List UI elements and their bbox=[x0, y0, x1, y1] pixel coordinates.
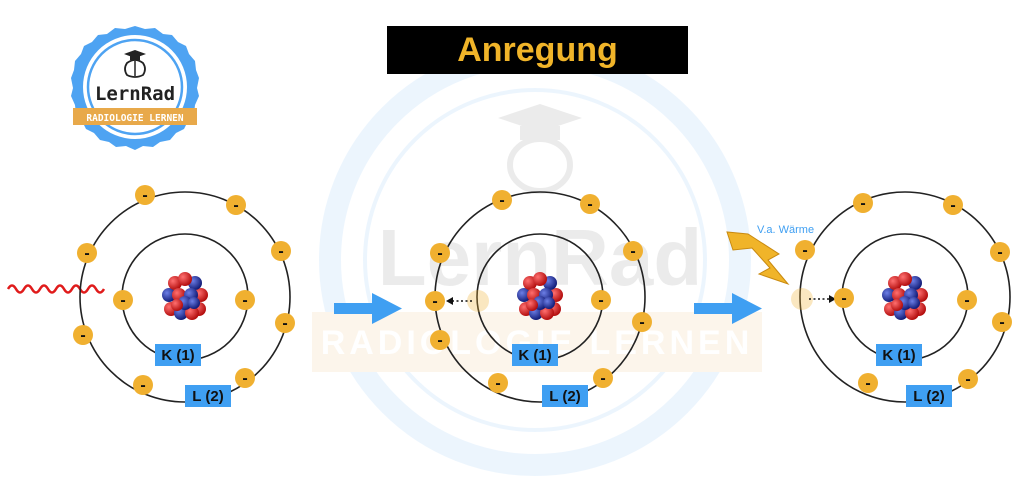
electron-charge: - bbox=[999, 314, 1004, 331]
electron bbox=[425, 291, 445, 311]
nucleus bbox=[882, 272, 928, 320]
electron bbox=[795, 240, 815, 260]
watermark: LernRad RADIOLOGIE LERNEN bbox=[312, 44, 762, 476]
electron bbox=[858, 373, 878, 393]
electron-charge: - bbox=[142, 187, 147, 204]
electron-charge: - bbox=[140, 377, 145, 394]
shell-l-label: L (2) bbox=[192, 388, 223, 405]
electron-charge: - bbox=[437, 245, 442, 262]
electron bbox=[235, 290, 255, 310]
electron-charge: - bbox=[495, 375, 500, 392]
electron-charge: - bbox=[860, 195, 865, 212]
electron-charge: - bbox=[950, 197, 955, 214]
shell-l bbox=[799, 191, 1011, 403]
electron bbox=[623, 241, 643, 261]
electron-charge: - bbox=[233, 197, 238, 214]
logo-badge: LernRad RADIOLOGIE LERNEN bbox=[71, 26, 199, 150]
electron bbox=[957, 290, 977, 310]
watermark-name: LernRad bbox=[378, 213, 703, 302]
electron-charge: - bbox=[639, 314, 644, 331]
electron bbox=[591, 290, 611, 310]
shell-k-badge bbox=[876, 344, 922, 366]
shell-k-label: K (1) bbox=[882, 347, 915, 364]
electron-charge: - bbox=[630, 243, 635, 260]
electron bbox=[235, 368, 255, 388]
electron bbox=[226, 195, 246, 215]
emission-label: V.a. Wärme bbox=[757, 224, 814, 236]
electron-charge: - bbox=[802, 242, 807, 259]
electron bbox=[853, 193, 873, 213]
shell-l-badge bbox=[906, 385, 952, 407]
electron-charge: - bbox=[437, 332, 442, 349]
incoming-photon-wave bbox=[6, 284, 106, 294]
electron bbox=[990, 242, 1010, 262]
electron-vacancy bbox=[791, 288, 813, 310]
electron bbox=[133, 375, 153, 395]
electron-charge: - bbox=[997, 244, 1002, 261]
page-title: Anregung bbox=[457, 30, 618, 69]
shell-k-badge bbox=[512, 344, 558, 366]
shell-k-badge bbox=[155, 344, 201, 366]
electron bbox=[488, 373, 508, 393]
shell-l-label: L (2) bbox=[913, 388, 944, 405]
arrow-right-2 bbox=[694, 293, 762, 324]
electron-charge: - bbox=[965, 371, 970, 388]
electron bbox=[73, 325, 93, 345]
electrons: - - - - - - - - - - - - - - - - - - - - - - - - - - - - - bbox=[73, 185, 1012, 395]
electron bbox=[834, 288, 854, 308]
electron bbox=[77, 243, 97, 263]
electron-charge: - bbox=[964, 292, 969, 309]
electron-charge: - bbox=[278, 243, 283, 260]
electron bbox=[580, 194, 600, 214]
shell-l-label: L (2) bbox=[549, 388, 580, 405]
electron-charge: - bbox=[432, 293, 437, 310]
electron-charge: - bbox=[120, 292, 125, 309]
graduation-cap-brain-icon bbox=[124, 50, 146, 78]
electron-charge: - bbox=[242, 370, 247, 387]
shell-l-badge bbox=[542, 385, 588, 407]
electron bbox=[632, 312, 652, 332]
electron-charge: - bbox=[282, 315, 287, 332]
shell-k-label: K (1) bbox=[518, 347, 551, 364]
electron bbox=[271, 241, 291, 261]
electron bbox=[135, 185, 155, 205]
heat-emission-bolt bbox=[726, 231, 790, 286]
electron bbox=[113, 290, 133, 310]
electron bbox=[275, 313, 295, 333]
electron-charge: - bbox=[865, 375, 870, 392]
atom-excited-state: K (1) L (2) bbox=[791, 191, 1011, 407]
shell-l-badge bbox=[185, 385, 231, 407]
electron-charge: - bbox=[80, 327, 85, 344]
electron-charge: - bbox=[499, 192, 504, 209]
logo-name: LernRad bbox=[95, 83, 175, 105]
logo-subtitle: RADIOLOGIE LERNEN bbox=[86, 113, 184, 124]
electron-vacancy bbox=[467, 290, 489, 312]
electron-charge: - bbox=[587, 196, 592, 213]
atom-ground-state: K (1) L (2) bbox=[79, 191, 291, 407]
electron bbox=[943, 195, 963, 215]
electron bbox=[593, 368, 613, 388]
electron bbox=[958, 369, 978, 389]
electron-charge: - bbox=[598, 292, 603, 309]
electron bbox=[492, 190, 512, 210]
title-banner: Anregung bbox=[387, 26, 688, 74]
electron bbox=[430, 330, 450, 350]
electron-charge: - bbox=[841, 290, 846, 307]
electron-charge: - bbox=[84, 245, 89, 262]
electron-charge: - bbox=[600, 370, 605, 387]
electron bbox=[992, 312, 1012, 332]
arrow-right-1 bbox=[334, 293, 402, 324]
electron-charge: - bbox=[242, 292, 247, 309]
nucleus bbox=[162, 272, 208, 320]
electron bbox=[430, 243, 450, 263]
shell-k-label: K (1) bbox=[161, 347, 194, 364]
